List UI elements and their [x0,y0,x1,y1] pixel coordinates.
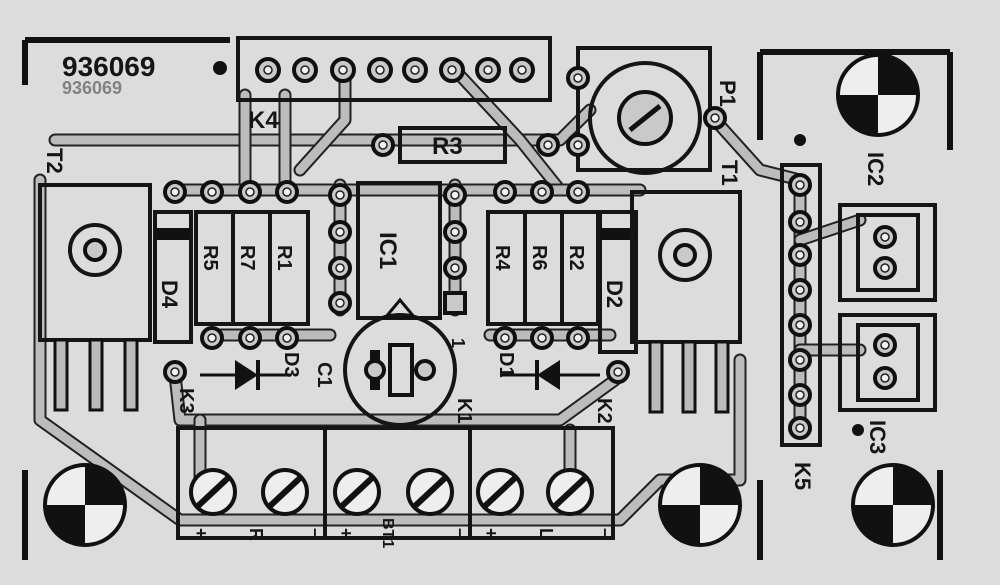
label-k4: K4 [248,107,279,134]
label-k3: K3 [175,388,197,414]
label-r7: R7 [236,245,258,271]
diode-d2 [598,210,638,384]
label-d3: D3 [280,352,302,378]
capacitor-c1 [343,297,457,427]
connector-k4 [236,36,552,102]
label-ic2: IC2 [863,152,888,186]
label-k1: K1 [453,398,475,424]
potentiometer-p1 [566,46,727,175]
k1-mark-plus: + [336,528,356,539]
label-d2: D2 [602,280,627,308]
board-code: 936069 [62,51,155,82]
mounting-hole-bottom-middle [658,463,742,547]
connector-k5 [780,163,822,447]
mounting-hole-bottom-left [43,463,127,547]
k5-pin1-dot [794,134,806,146]
k2-mark-minus: – [596,528,616,538]
terminal-strip [176,426,615,540]
transistor-t1 [630,190,742,414]
label-r6: R6 [528,245,550,271]
label-r1: R1 [273,245,295,271]
label-k5: K5 [790,462,815,490]
resistor-r3 [371,126,560,164]
label-r2: R2 [565,245,587,271]
screw-terminals [189,468,594,516]
label-p1: P1 [715,80,740,107]
led-d3 [200,360,290,390]
led-d1 [500,360,600,390]
transistor-t2 [38,183,152,412]
mounting-hole-top-right [836,53,920,137]
ic3-package [838,313,937,412]
label-k2: K2 [593,398,615,424]
label-pin1: 1 [448,338,468,348]
label-c1: C1 [313,362,335,388]
k3-mark-r: R [246,528,266,541]
resistor-block-left [194,180,310,350]
label-ic1: IC1 [374,232,401,269]
terminal-marks: + R – + BT1 – + L – [191,518,616,548]
ic2-package [838,203,937,302]
label-r5: R5 [199,245,221,271]
label-d1: D1 [495,352,517,378]
label-d4: D4 [157,280,182,309]
board-outline [22,37,953,560]
k3-mark-minus: – [306,528,326,538]
label-r4: R4 [491,245,513,271]
k3-mark-plus: + [191,528,211,539]
k2-mark-l: L [536,528,556,539]
label-t1: T1 [717,160,742,186]
label-r3: R3 [432,133,463,160]
ic3-pin1-dot [852,424,864,436]
k2-mark-plus: + [481,528,501,539]
k1-mark-minus: – [451,528,471,538]
mounting-hole-bottom-right [851,463,935,547]
k1-mark-bt1: BT1 [379,518,396,548]
pin1-dot [213,61,227,75]
ic1-package [328,181,467,320]
diode-d4 [153,180,193,384]
label-t2: T2 [42,148,67,174]
label-ic3: IC3 [865,420,890,454]
board-code-mirror: 936069 [62,78,122,98]
